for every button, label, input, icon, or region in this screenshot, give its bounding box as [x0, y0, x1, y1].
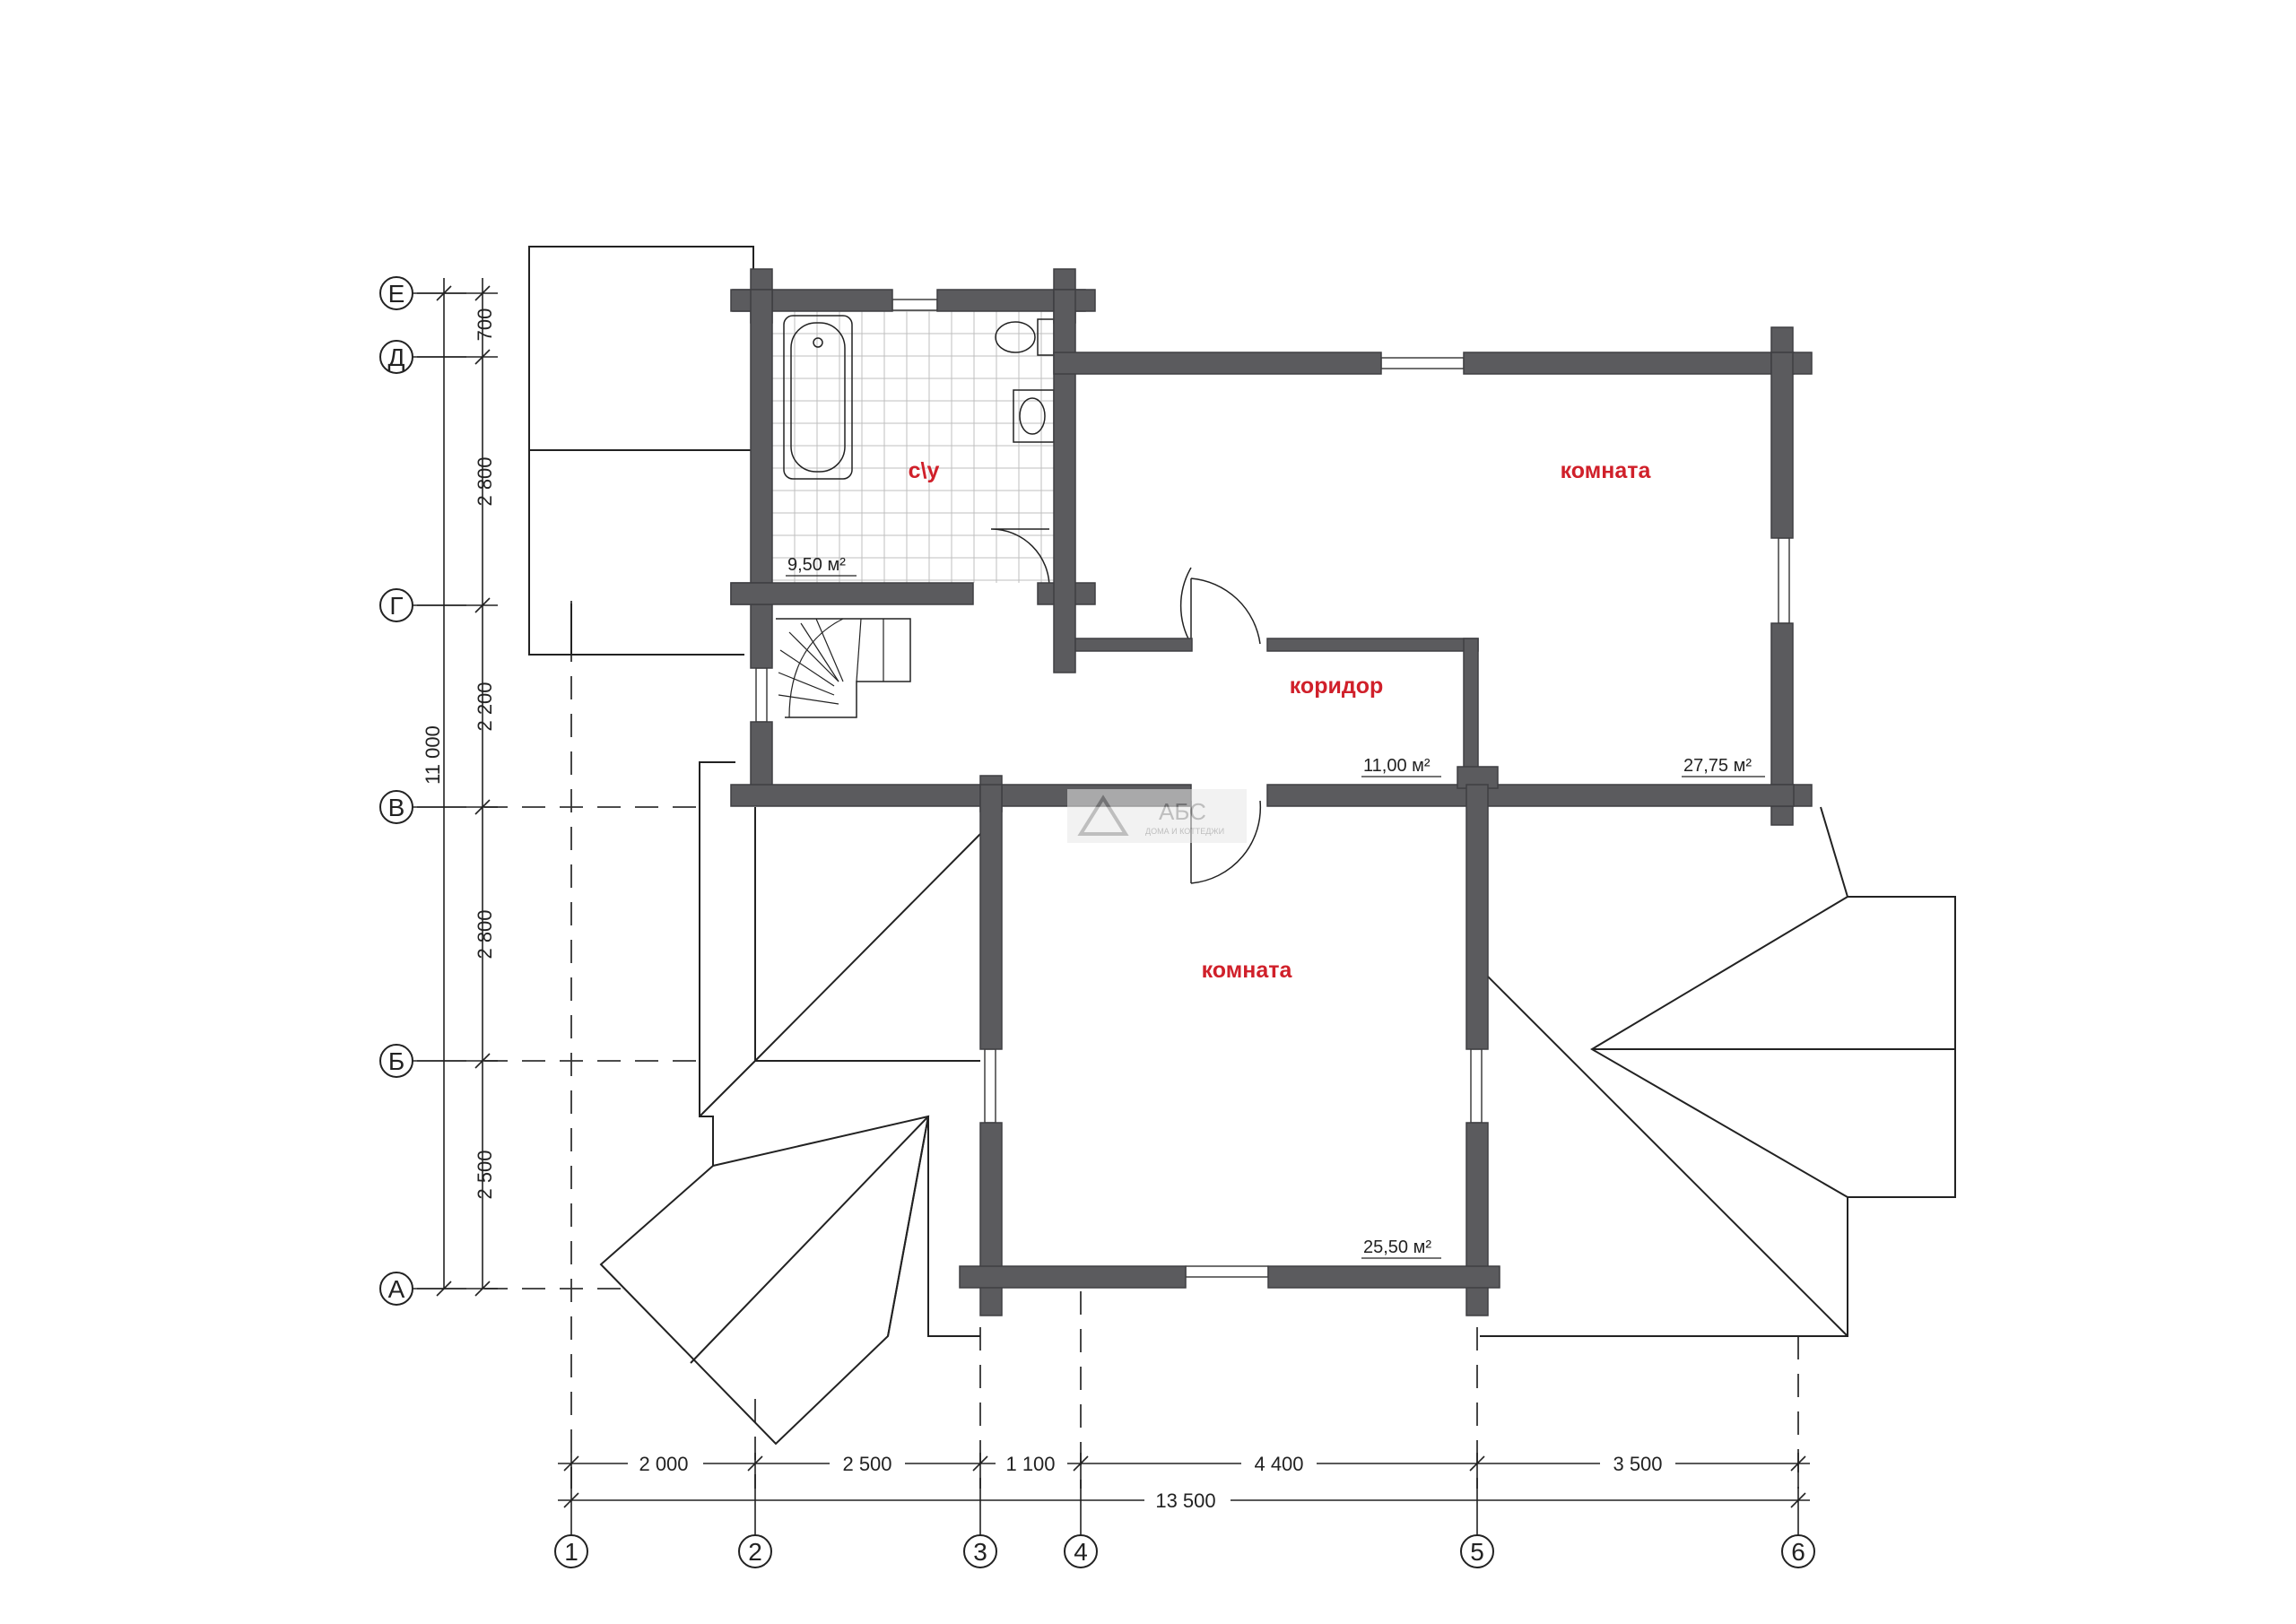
- axis-lines-horizontal: [484, 806, 700, 1290]
- axis-col-2: 2: [748, 1538, 762, 1566]
- dim-bottom-3: 1 100: [1005, 1453, 1055, 1475]
- room-top-label: комната: [1561, 458, 1652, 483]
- dim-left-5: 2 500: [474, 1150, 496, 1199]
- room-bottom-label: комната: [1202, 958, 1293, 983]
- corridor-label: коридор: [1290, 673, 1384, 699]
- toilet-icon: [995, 318, 1055, 356]
- axis-row-2: Д: [388, 343, 405, 371]
- dim-left-3: 2 200: [474, 682, 496, 731]
- watermark-logo: АБС ДОМА И КОТТЕДЖИ: [1067, 789, 1247, 843]
- dim-left-4: 2 800: [474, 909, 496, 959]
- axis-col-6: 6: [1791, 1538, 1805, 1566]
- axis-col-1: 1: [564, 1538, 578, 1566]
- dim-bottom-2: 2 500: [842, 1453, 891, 1475]
- dim-left-2: 2 800: [474, 456, 496, 506]
- axis-col-5: 5: [1470, 1538, 1484, 1566]
- axis-row-3: Г: [389, 592, 403, 620]
- dim-bottom-total: 13 500: [1155, 1489, 1215, 1512]
- axis-col-4: 4: [1074, 1538, 1088, 1566]
- axis-row-5: Б: [388, 1047, 404, 1075]
- room-top-area: 27,75 м²: [1683, 756, 1752, 776]
- sink-icon: [1013, 389, 1055, 443]
- corridor-area: 11,00 м²: [1363, 756, 1431, 776]
- bathtub-icon: [783, 315, 853, 480]
- axis-row-1: Е: [388, 280, 405, 308]
- walls: [730, 268, 1813, 1316]
- column-axis-markers: [554, 1515, 1815, 1568]
- row-axis-markers: [379, 276, 466, 1306]
- axis-row-4: В: [388, 794, 405, 821]
- bathroom-area: 9,50 м²: [787, 555, 846, 575]
- roof-outlines: [528, 246, 1956, 1446]
- dim-bottom-5: 3 500: [1613, 1453, 1662, 1475]
- watermark-brand: АБС: [1159, 798, 1206, 825]
- dim-left-1: 700: [474, 308, 496, 342]
- bathroom-tiles: [771, 310, 1054, 583]
- dim-bottom-1: 2 000: [639, 1453, 688, 1475]
- staircase-icon: [776, 618, 911, 718]
- watermark-tagline: ДОМА И КОТТЕДЖИ: [1145, 827, 1224, 836]
- left-dimension-chain: [417, 278, 498, 1297]
- dim-bottom-4: 4 400: [1254, 1453, 1303, 1475]
- dim-left-total: 11 000: [422, 725, 444, 785]
- room-bottom-area: 25,50 м²: [1363, 1238, 1431, 1257]
- axis-col-3: 3: [973, 1538, 987, 1566]
- axis-row-6: А: [388, 1275, 405, 1303]
- bathroom-label: с\у: [909, 458, 940, 483]
